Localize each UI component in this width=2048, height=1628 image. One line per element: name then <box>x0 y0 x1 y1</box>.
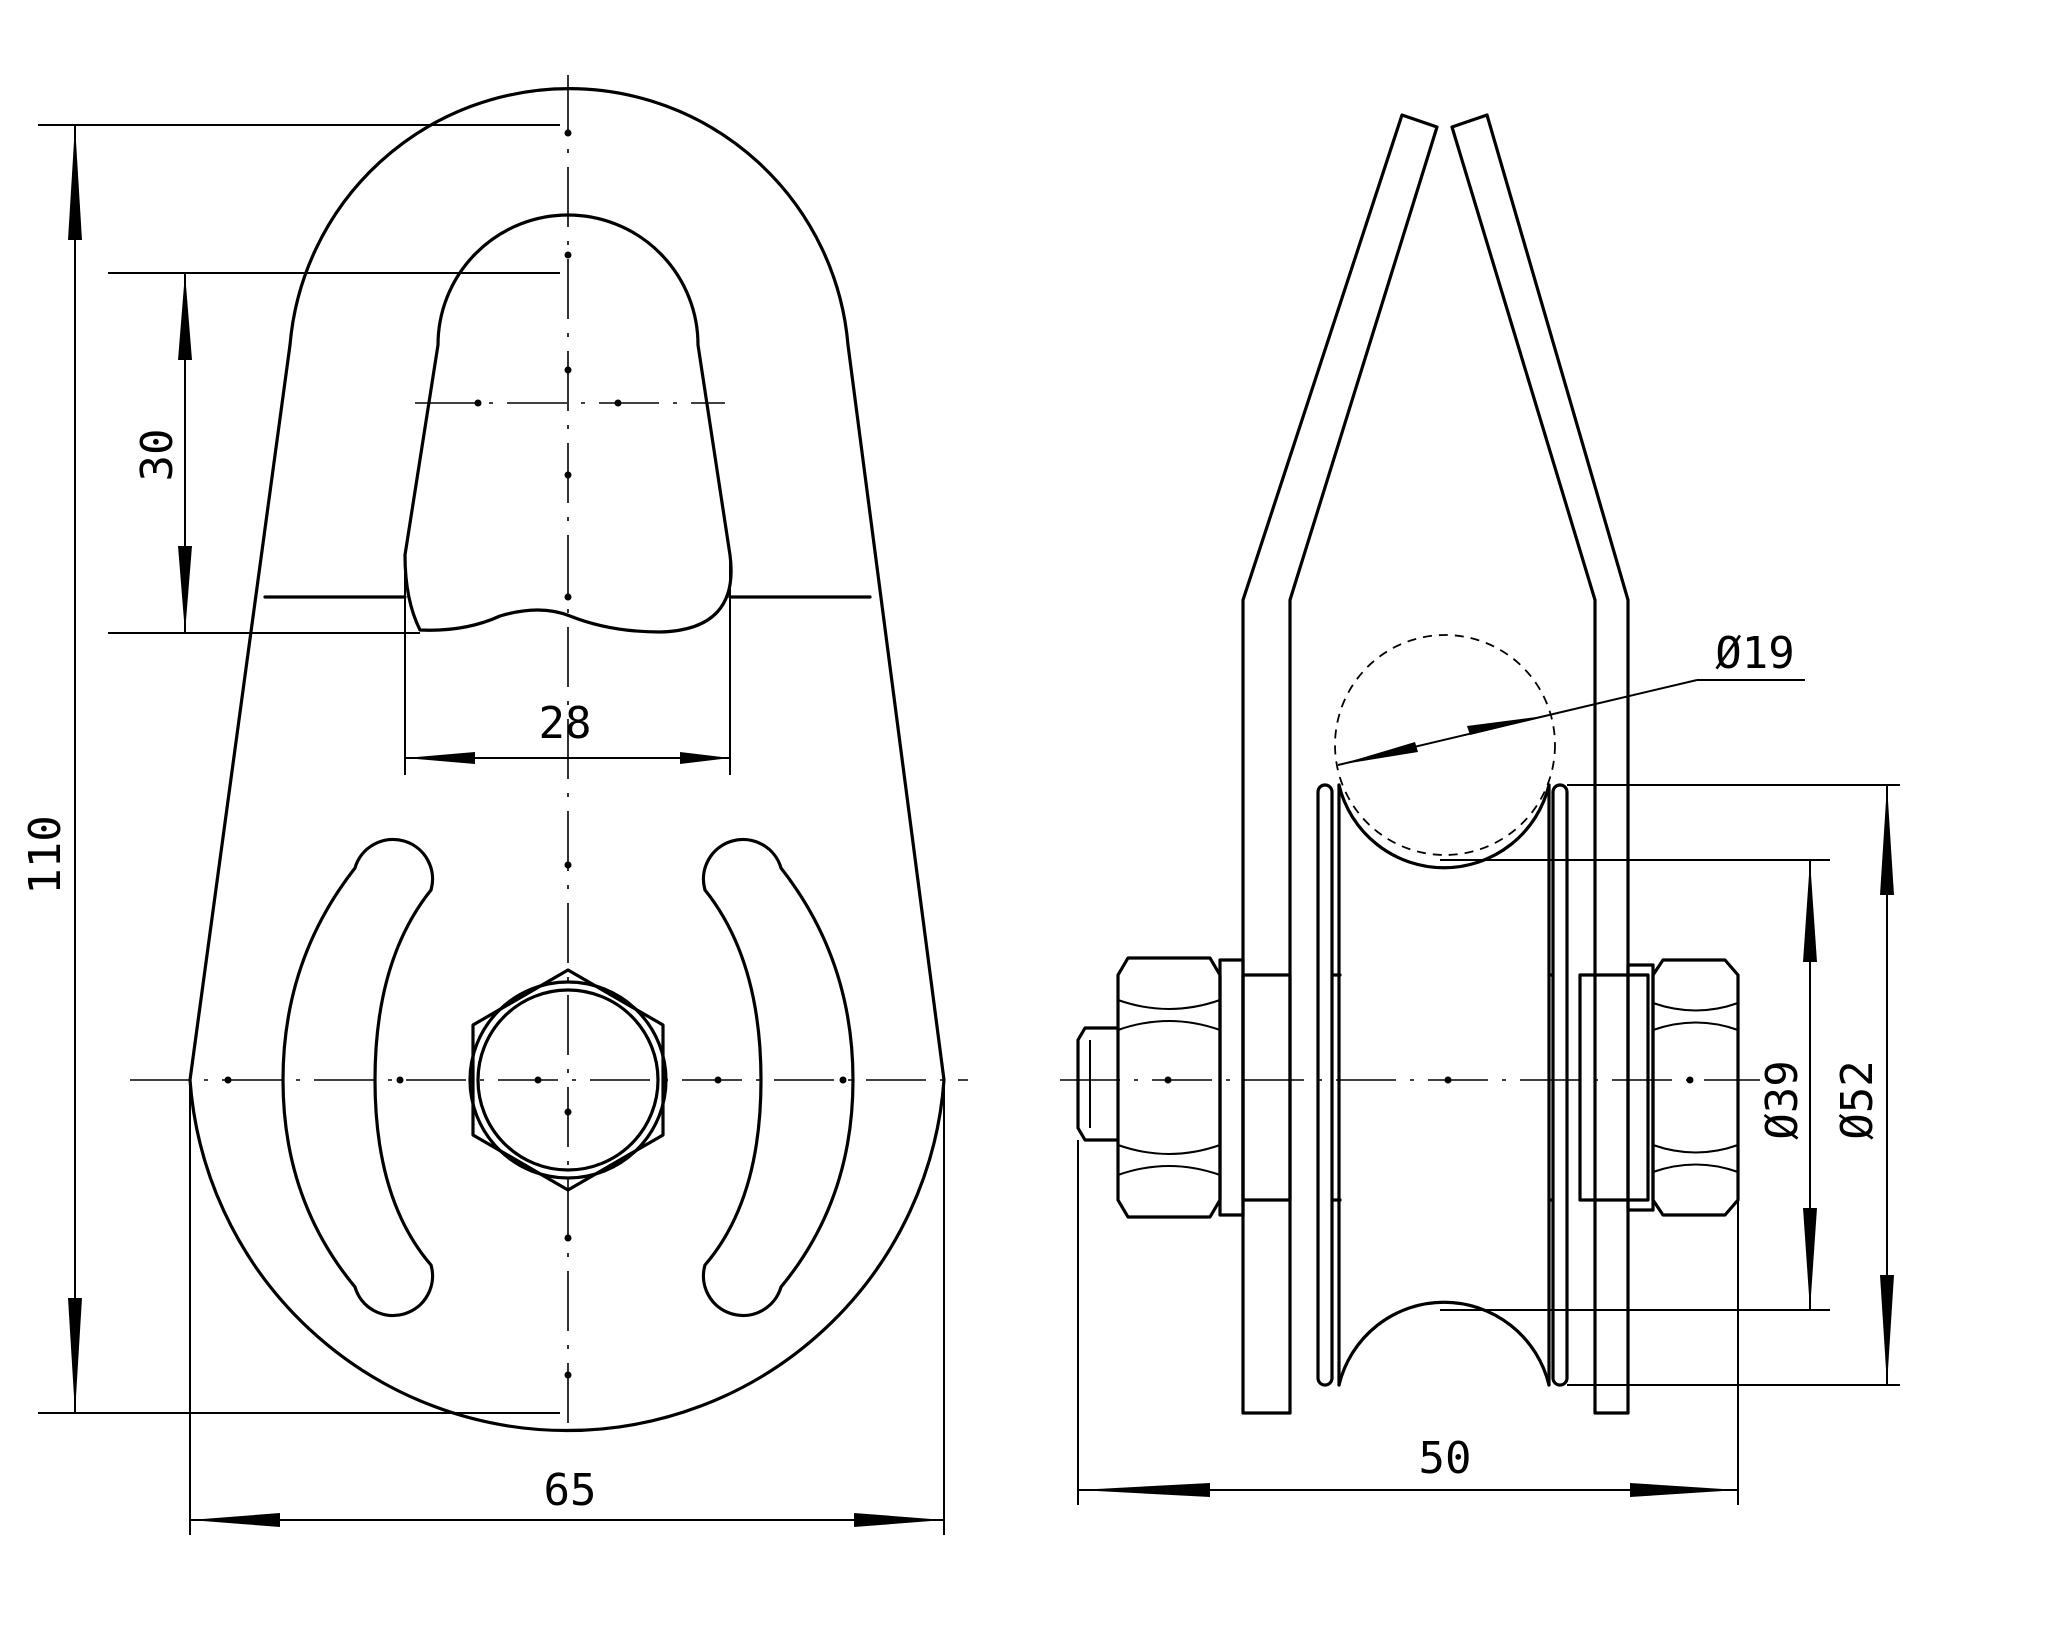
dimension-sheave-52: Ø52 <box>1567 784 1900 1386</box>
left-curved-slot <box>281 837 435 1318</box>
width-50-label: 50 <box>1419 1433 1472 1484</box>
right-hex-nut <box>1651 958 1740 1217</box>
dimension-width-50: 50 <box>1077 1140 1739 1505</box>
front-center-dots <box>224 129 847 1379</box>
left-hex-nut <box>1116 956 1222 1219</box>
height-110-label: 110 <box>20 815 71 894</box>
sheave-52-label: Ø52 <box>1832 1060 1883 1139</box>
front-body-outline <box>188 87 946 1433</box>
sheave <box>1316 783 1569 1387</box>
dimension-slot-height-30: 30 <box>108 272 560 634</box>
left-side-plate <box>1241 113 1439 1415</box>
groove-39-label: Ø39 <box>1757 1060 1808 1139</box>
dimension-slot-width-28: 28 <box>404 555 731 775</box>
front-view: 110 30 28 65 <box>20 75 968 1535</box>
rope-hidden-circle <box>1334 634 1556 856</box>
side-view: Ø19 Ø39 Ø52 50 <box>1060 113 1900 1505</box>
slot-height-30-label: 30 <box>132 429 183 482</box>
dimension-groove-39: Ø39 <box>1440 859 1830 1311</box>
bolt-end <box>1076 1026 1120 1142</box>
dimension-width-65: 65 <box>189 1080 945 1535</box>
right-bushing <box>1578 973 1650 1202</box>
left-washer <box>1218 958 1245 1217</box>
rope-19-label: Ø19 <box>1715 628 1794 679</box>
rope-slot-outline <box>403 213 733 634</box>
dimension-height-110: 110 <box>20 124 560 1414</box>
right-curved-slot <box>701 837 855 1318</box>
right-side-plate <box>1450 113 1630 1415</box>
width-65-label: 65 <box>544 1465 597 1516</box>
slot-width-28-label: 28 <box>539 698 592 749</box>
left-bushing <box>1241 973 1292 1202</box>
dimension-rope-19: Ø19 <box>1337 628 1805 766</box>
side-center-dots <box>1164 1076 1694 1084</box>
hub-bolt-circle <box>476 988 660 1172</box>
